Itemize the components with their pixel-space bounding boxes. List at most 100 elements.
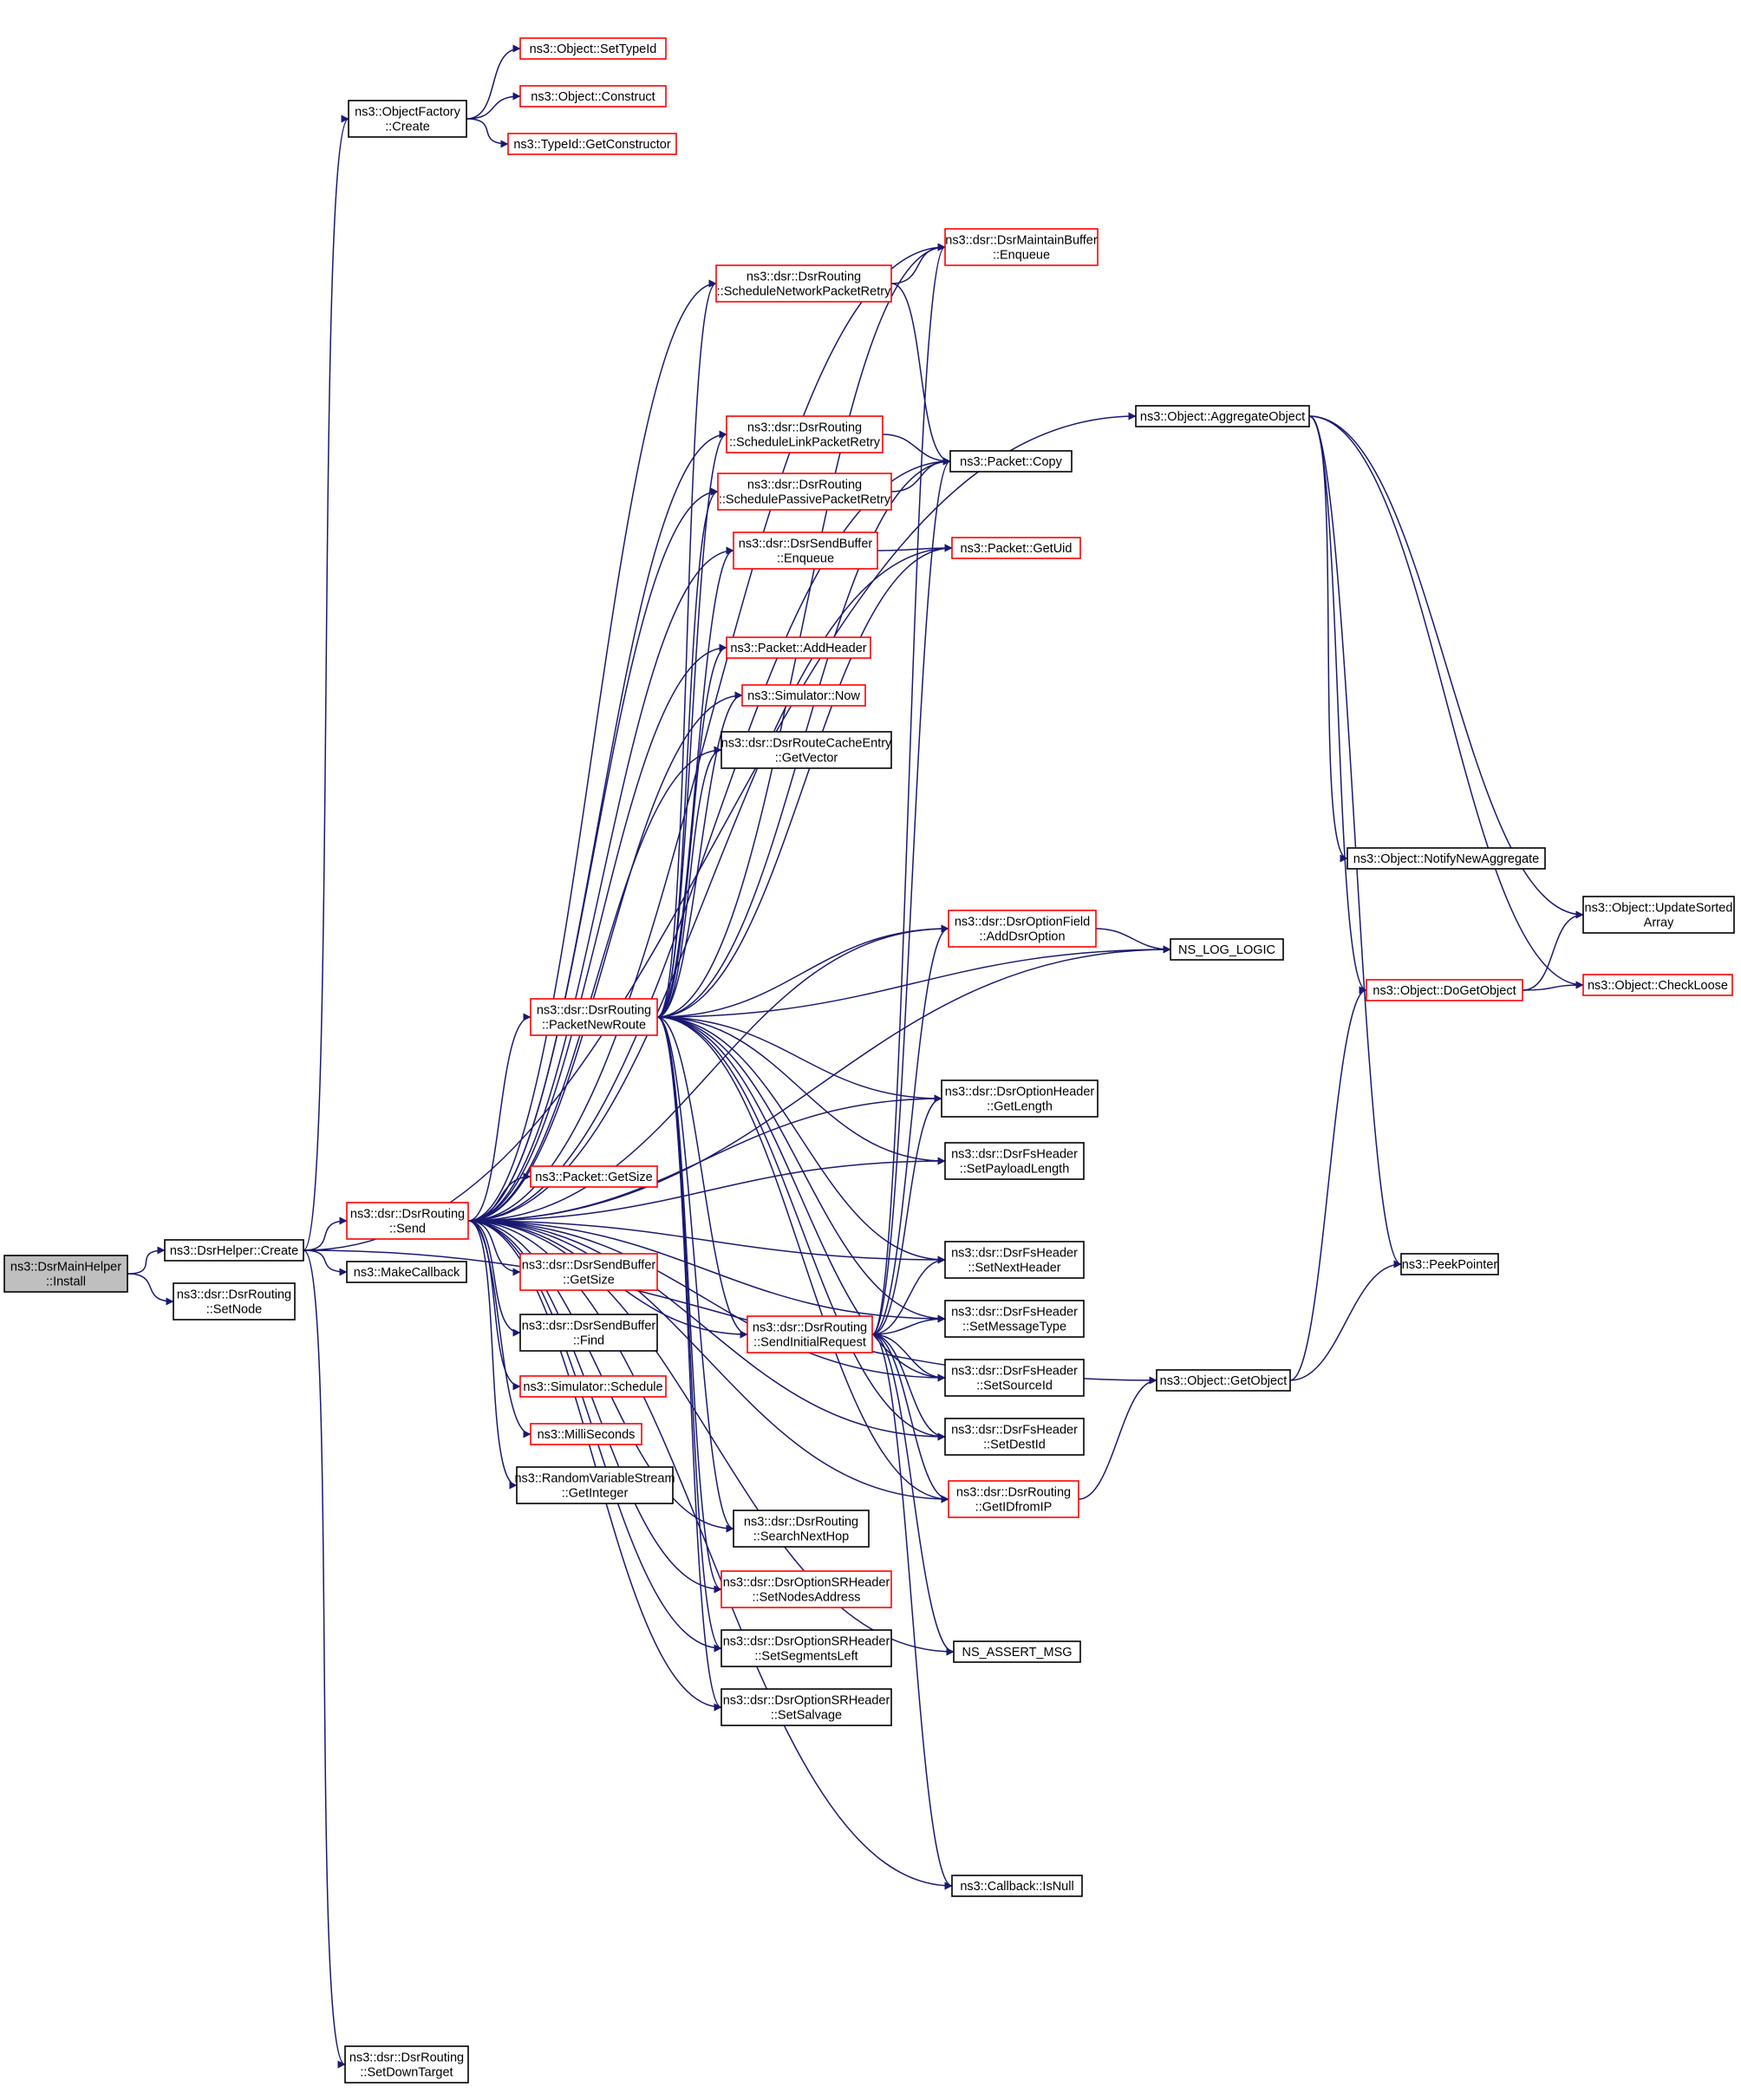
node-label: ns3::Simulator::Now xyxy=(747,689,860,703)
node-ns-assert-msg[interactable]: NS_ASSERT_MSG xyxy=(953,1640,1081,1663)
edge-n22-to-n15 xyxy=(656,546,734,1018)
node-ns3-dsr-dsrfsheader-setsourceid[interactable]: ns3::dsr::DsrFsHeader::SetSourceId xyxy=(944,1359,1085,1397)
edge-n22-to-n17 xyxy=(656,643,727,1018)
node-ns3-makecallback[interactable]: ns3::MakeCallback xyxy=(346,1261,467,1283)
node-ns3-dsr-dsrroutecacheentry-getvector[interactable]: ns3::dsr::DsrRouteCacheEntry::GetVector xyxy=(721,731,892,769)
node-label: ns3::Packet::GetSize xyxy=(535,1171,652,1184)
node-ns3-typeid-getconstructor[interactable]: ns3::TypeId::GetConstructor xyxy=(507,133,677,155)
edge-n22-to-n28 xyxy=(656,1016,748,1339)
node-ns3-callback-isnull[interactable]: ns3::Callback::IsNull xyxy=(951,1875,1083,1897)
node-ns3-dsr-dsrsendbuffer-enqueue[interactable]: ns3::dsr::DsrSendBuffer::Enqueue xyxy=(733,532,878,570)
node-ns3-dsr-dsrfsheader-setpayloadlength[interactable]: ns3::dsr::DsrFsHeader::SetPayloadLength xyxy=(944,1142,1085,1180)
node-box xyxy=(941,1079,1099,1118)
node-box xyxy=(344,2045,469,2084)
node-box xyxy=(721,1688,892,1726)
edge-n7-to-n18 xyxy=(467,691,743,1222)
node-box xyxy=(530,1423,642,1445)
node-ns3-dsr-dsrfsheader-setdestid[interactable]: ns3::dsr::DsrFsHeader::SetDestId xyxy=(944,1418,1085,1456)
node-label: ::GetLength xyxy=(987,1100,1053,1114)
node-ns3-simulator-now[interactable]: ns3::Simulator::Now xyxy=(741,684,866,707)
node-ns3-dsr-dsroptionsrheader-setsegmentsleft[interactable]: ns3::dsr::DsrOptionSRHeader::SetSegments… xyxy=(721,1629,892,1667)
node-label: ns3::dsr::DsrRouting xyxy=(956,1486,1071,1500)
node-ns3-dsr-dsrrouting-schedulenetworkpacketretry[interactable]: ns3::dsr::DsrRouting::ScheduleNetworkPac… xyxy=(715,264,892,303)
node-ns3-dsr-dsrrouting-getidfromip[interactable]: ns3::dsr::DsrRouting::GetIDfromIP xyxy=(948,1480,1079,1518)
node-ns3-object-checkloose[interactable]: ns3::Object::CheckLoose xyxy=(1582,974,1733,996)
node-ns3-object-construct[interactable]: ns3::Object::Construct xyxy=(519,85,667,108)
edge-n22-to-n31 xyxy=(656,1016,946,1382)
node-ns-log-logic[interactable]: NS_LOG_LOGIC xyxy=(1170,938,1284,961)
node-ns3-dsr-dsroptionfield-adddsroption[interactable]: ns3::dsr::DsrOptionField::AddDsrOption xyxy=(948,910,1097,948)
node-ns3-dsr-dsrrouting-schedulelinkpacketretry[interactable]: ns3::dsr::DsrRouting::ScheduleLinkPacket… xyxy=(726,415,884,453)
node-ns3-dsr-dsrrouting-packetnewroute[interactable]: ns3::dsr::DsrRouting::PacketNewRoute xyxy=(530,998,658,1036)
node-label: ns3::Object::NotifyNewAggregate xyxy=(1353,852,1539,866)
node-label: NS_LOG_LOGIC xyxy=(1178,943,1275,957)
node-ns3-dsr-dsrsendbuffer-find[interactable]: ns3::dsr::DsrSendBuffer::Find xyxy=(519,1314,658,1352)
node-label: ::Install xyxy=(46,1275,86,1289)
node-ns3-dsr-dsrrouting-schedulepassivepacketretry[interactable]: ns3::dsr::DsrRouting::SchedulePassivePac… xyxy=(717,473,892,511)
node-box xyxy=(949,450,1073,473)
node-ns3-dsr-dsroptionheader-getlength[interactable]: ns3::dsr::DsrOptionHeader::GetLength xyxy=(941,1079,1099,1118)
node-label: ::SetNode xyxy=(206,1303,263,1317)
node-ns3-object-notifynewaggregate[interactable]: ns3::Object::NotifyNewAggregate xyxy=(1347,847,1546,870)
node-ns3-packet-copy[interactable]: ns3::Packet::Copy xyxy=(949,450,1073,473)
node-box xyxy=(747,1315,873,1353)
node-box xyxy=(721,1629,892,1667)
edge-layer xyxy=(127,44,1584,2069)
node-ns3-object-getobject[interactable]: ns3::Object::GetObject xyxy=(1156,1369,1291,1392)
node-label: ns3::dsr::DsrSendBuffer xyxy=(522,1320,656,1334)
node-ns3-dsrhelper-create[interactable]: ns3::DsrHelper::Create xyxy=(164,1239,304,1262)
node-label: ns3::dsr::DsrFsHeader xyxy=(951,1365,1078,1379)
edge-n22-to-n14 xyxy=(656,487,719,1018)
node-ns3-packet-addheader[interactable]: ns3::Packet::AddHeader xyxy=(726,636,871,659)
node-label: ::Enqueue xyxy=(993,249,1050,263)
node-ns3-dsr-dsrrouting-sendinitialrequest[interactable]: ns3::dsr::DsrRouting::SendInitialRequest xyxy=(747,1315,873,1353)
node-ns3-randomvariablestream-getinteger[interactable]: ns3::RandomVariableStream::GetInteger xyxy=(514,1466,675,1504)
node-ns3-dsr-dsroptionsrheader-setsalvage[interactable]: ns3::dsr::DsrOptionSRHeader::SetSalvage xyxy=(721,1688,892,1726)
edge-n7-to-n22 xyxy=(467,1013,531,1222)
edge-n22-to-n16 xyxy=(656,544,953,1018)
node-layer: ns3::DsrMainHelper::Installns3::DsrHelpe… xyxy=(3,37,1735,2084)
node-box xyxy=(721,1570,892,1608)
node-label: ns3::Packet::AddHeader xyxy=(730,642,866,655)
node-ns3-peekpointer[interactable]: ns3::PeekPointer xyxy=(1400,1253,1499,1275)
edge-n1-to-n8 xyxy=(303,1249,348,1276)
node-label: ns3::Object::AggregateObject xyxy=(1140,410,1305,424)
node-ns3-dsr-dsrrouting-searchnexthop[interactable]: ns3::dsr::DsrRouting::SearchNextHop xyxy=(733,1510,870,1548)
node-ns3-dsr-dsrrouting-setdowntarget[interactable]: ns3::dsr::DsrRouting::SetDownTarget xyxy=(344,2045,469,2084)
node-label: ns3::Object::DoGetObject xyxy=(1373,984,1516,998)
edge-n12-to-n13 xyxy=(882,434,951,466)
node-label: ns3::Packet::GetUid xyxy=(961,542,1073,556)
node-ns3-dsr-dsrrouting-send[interactable]: ns3::dsr::DsrRouting::Send xyxy=(346,1202,469,1240)
edge-n28-to-n11 xyxy=(871,243,946,1335)
node-ns3-object-aggregateobject[interactable]: ns3::Object::AggregateObject xyxy=(1135,405,1310,427)
node-ns3-packet-getsize[interactable]: ns3::Packet::GetSize xyxy=(530,1165,658,1188)
node-label: ns3::Packet::Copy xyxy=(960,455,1062,469)
node-ns3-dsr-dsrsendbuffer-getsize[interactable]: ns3::dsr::DsrSendBuffer::GetSize xyxy=(519,1253,658,1291)
node-box xyxy=(726,415,884,453)
node-label: ns3::MilliSeconds xyxy=(538,1428,636,1442)
node-ns3-objectfactory-create[interactable]: ns3::ObjectFactory::Create xyxy=(348,100,467,138)
node-label: ns3::Object::Construct xyxy=(531,90,655,104)
edge-n22-to-n41 xyxy=(656,1016,722,1712)
node-box xyxy=(1135,405,1310,427)
node-ns3-dsr-dsrrouting-setnode[interactable]: ns3::dsr::DsrRouting::SetNode xyxy=(173,1282,296,1321)
node-label: ::SetDownTarget xyxy=(360,2066,453,2080)
node-box xyxy=(519,85,667,108)
node-ns3-dsr-dsrmaintainbuffer-enqueue[interactable]: ns3::dsr::DsrMaintainBuffer::Enqueue xyxy=(944,228,1099,266)
node-ns3-packet-getuid[interactable]: ns3::Packet::GetUid xyxy=(951,537,1081,559)
node-ns3-milliseconds[interactable]: ns3::MilliSeconds xyxy=(530,1423,642,1445)
node-box xyxy=(3,1255,128,1293)
node-ns3-object-settypeid[interactable]: ns3::Object::SetTypeId xyxy=(519,37,667,60)
node-ns3-dsr-dsroptionsrheader-setnodesaddress[interactable]: ns3::dsr::DsrOptionSRHeader::SetNodesAdd… xyxy=(721,1570,892,1608)
node-ns3-dsr-dsrfsheader-setmessagetype[interactable]: ns3::dsr::DsrFsHeader::SetMessageType xyxy=(944,1300,1085,1338)
node-label: ns3::Object::GetObject xyxy=(1160,1374,1288,1388)
node-ns3-dsr-dsrfsheader-setnextheader[interactable]: ns3::dsr::DsrFsHeader::SetNextHeader xyxy=(944,1241,1085,1279)
node-label: ns3::dsr::DsrOptionSRHeader xyxy=(723,1694,890,1708)
node-ns3-simulator-schedule[interactable]: ns3::Simulator::Schedule xyxy=(519,1375,667,1398)
edge-n7-to-n30 xyxy=(467,1220,521,1337)
node-ns3-object-dogetobject[interactable]: ns3::Object::DoGetObject xyxy=(1366,979,1523,1001)
node-label: ns3::DsrHelper::Create xyxy=(170,1244,298,1258)
edge-n7-to-n31 xyxy=(467,1220,946,1382)
node-label: ns3::dsr::DsrFsHeader xyxy=(951,1306,1078,1320)
